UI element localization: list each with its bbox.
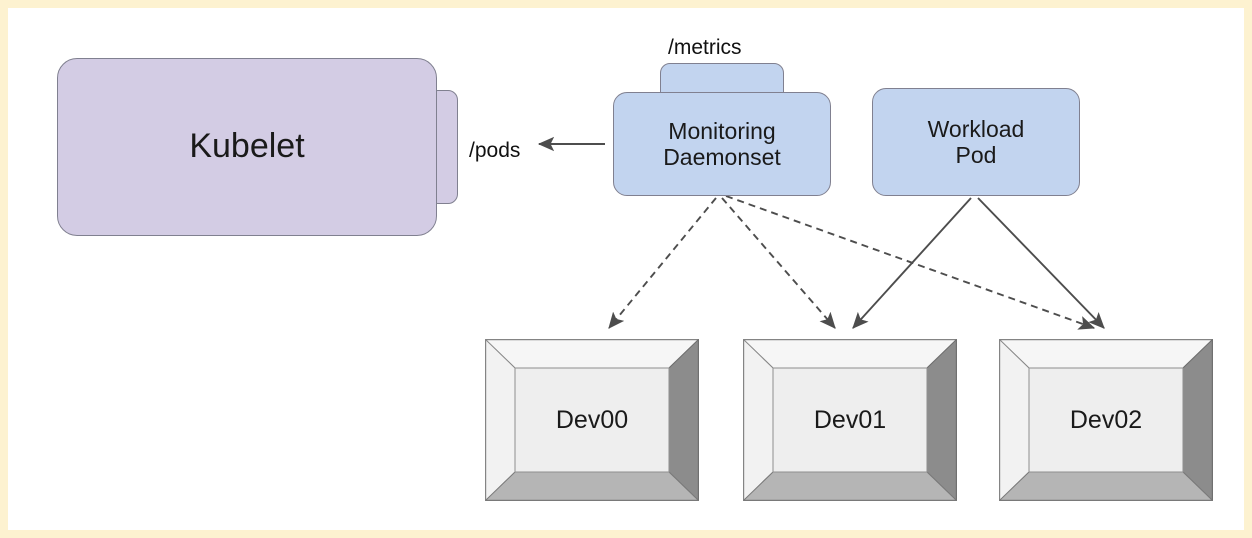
monitoring-metrics-port-label: /metrics (668, 36, 742, 59)
diagram-canvas: Kubelet /pods Monitoring Daemonset /metr… (8, 8, 1244, 530)
kubelet-pods-port-label: /pods (469, 139, 521, 162)
edge-monitoring-to-dev00 (608, 197, 717, 329)
edge-workload-to-dev02 (977, 197, 1105, 329)
node-workload-pod-label: Workload Pod (927, 115, 1025, 168)
edge-monitoring-to-dev01 (721, 197, 836, 329)
node-monitoring-daemonset[interactable]: Monitoring Daemonset (613, 92, 831, 196)
node-dev00[interactable]: Dev00 (485, 339, 699, 501)
node-monitoring-daemonset-label: Monitoring Daemonset (663, 117, 781, 170)
node-workload-pod[interactable]: Workload Pod (872, 88, 1080, 196)
node-dev02[interactable]: Dev02 (999, 339, 1213, 501)
edge-workload-to-dev01 (852, 197, 972, 329)
node-kubelet[interactable]: Kubelet (57, 58, 437, 236)
edge-monitoring-to-dev02 (725, 195, 1096, 330)
node-kubelet-label: Kubelet (189, 127, 305, 166)
node-dev01[interactable]: Dev01 (743, 339, 957, 501)
